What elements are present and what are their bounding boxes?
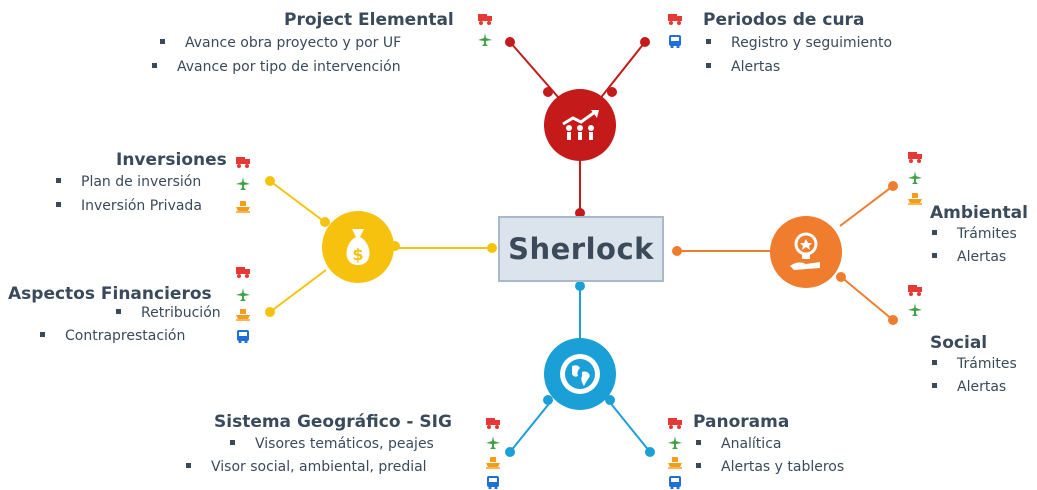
bus-icon (487, 476, 499, 489)
bus-icon (669, 35, 681, 48)
idea-hand-icon (790, 232, 820, 270)
panorama-title: Panorama (693, 412, 790, 432)
periodos-title: Periodos de cura (703, 10, 865, 30)
plane-icon (486, 436, 500, 449)
ship-icon (668, 457, 682, 469)
periodos-item-2: Alertas (706, 59, 780, 75)
plane-icon (908, 303, 922, 316)
plane-icon (478, 33, 492, 46)
ship-icon (908, 193, 922, 205)
truck-icon (478, 14, 492, 25)
project-hub[interactable] (544, 89, 616, 161)
social-item-1: Trámites (932, 356, 1017, 372)
bus-icon (669, 476, 681, 489)
svg-text:$: $ (352, 245, 363, 264)
truck-icon (908, 285, 922, 296)
truck-icon (486, 418, 500, 429)
sig-item-1: Visores temáticos, peajes (230, 436, 434, 452)
sig-hub[interactable] (544, 338, 616, 410)
truck-icon (236, 267, 250, 278)
financieros-title: Aspectos Financieros (8, 284, 212, 304)
project-item-1: Avance obra proyecto y por UF (160, 35, 401, 51)
ambiental-title: Ambiental (930, 203, 1028, 223)
project-item-2: Avance por tipo de intervención (152, 59, 401, 75)
plane-icon (236, 177, 250, 190)
truck-icon (236, 157, 250, 168)
panorama-item-2: Alertas y tableros (696, 459, 844, 475)
ambiental-hub[interactable] (770, 216, 842, 288)
social-item-2: Alertas (932, 379, 1006, 395)
plane-icon (668, 436, 682, 449)
truck-icon (668, 418, 682, 429)
project-title: Project Elemental (284, 10, 454, 30)
sig-title: Sistema Geográfico - SIG (214, 412, 452, 432)
center-node[interactable]: Sherlock (498, 216, 664, 282)
ambiental-item-2: Alertas (932, 249, 1006, 265)
ship-icon (236, 309, 250, 321)
money-bag-icon: $ (346, 229, 370, 265)
ship-icon (486, 457, 500, 469)
social-title: Social (930, 333, 988, 353)
panorama-item-1: Analítica (696, 436, 781, 452)
sig-item-2: Visor social, ambiental, predial (186, 459, 427, 475)
ambiental-item-1: Trámites (932, 226, 1017, 242)
inversiones-hub[interactable]: $ (322, 211, 394, 283)
truck-icon (668, 14, 682, 25)
growth-team-icon (562, 110, 599, 140)
financieros-item-2: Contraprestación (40, 328, 185, 344)
globe-icon (560, 354, 600, 394)
inversiones-title: Inversiones (116, 150, 227, 170)
plane-icon (236, 288, 250, 301)
periodos-item-1: Registro y seguimiento (706, 35, 892, 51)
truck-icon (908, 152, 922, 163)
plane-icon (908, 171, 922, 184)
ship-icon (236, 201, 250, 213)
inversiones-item-2: Inversión Privada (56, 198, 202, 214)
inversiones-item-1: Plan de inversión (56, 174, 201, 190)
center-label: Sherlock (508, 232, 654, 266)
financieros-item-1: Retribución (116, 305, 221, 321)
bus-icon (237, 330, 249, 343)
